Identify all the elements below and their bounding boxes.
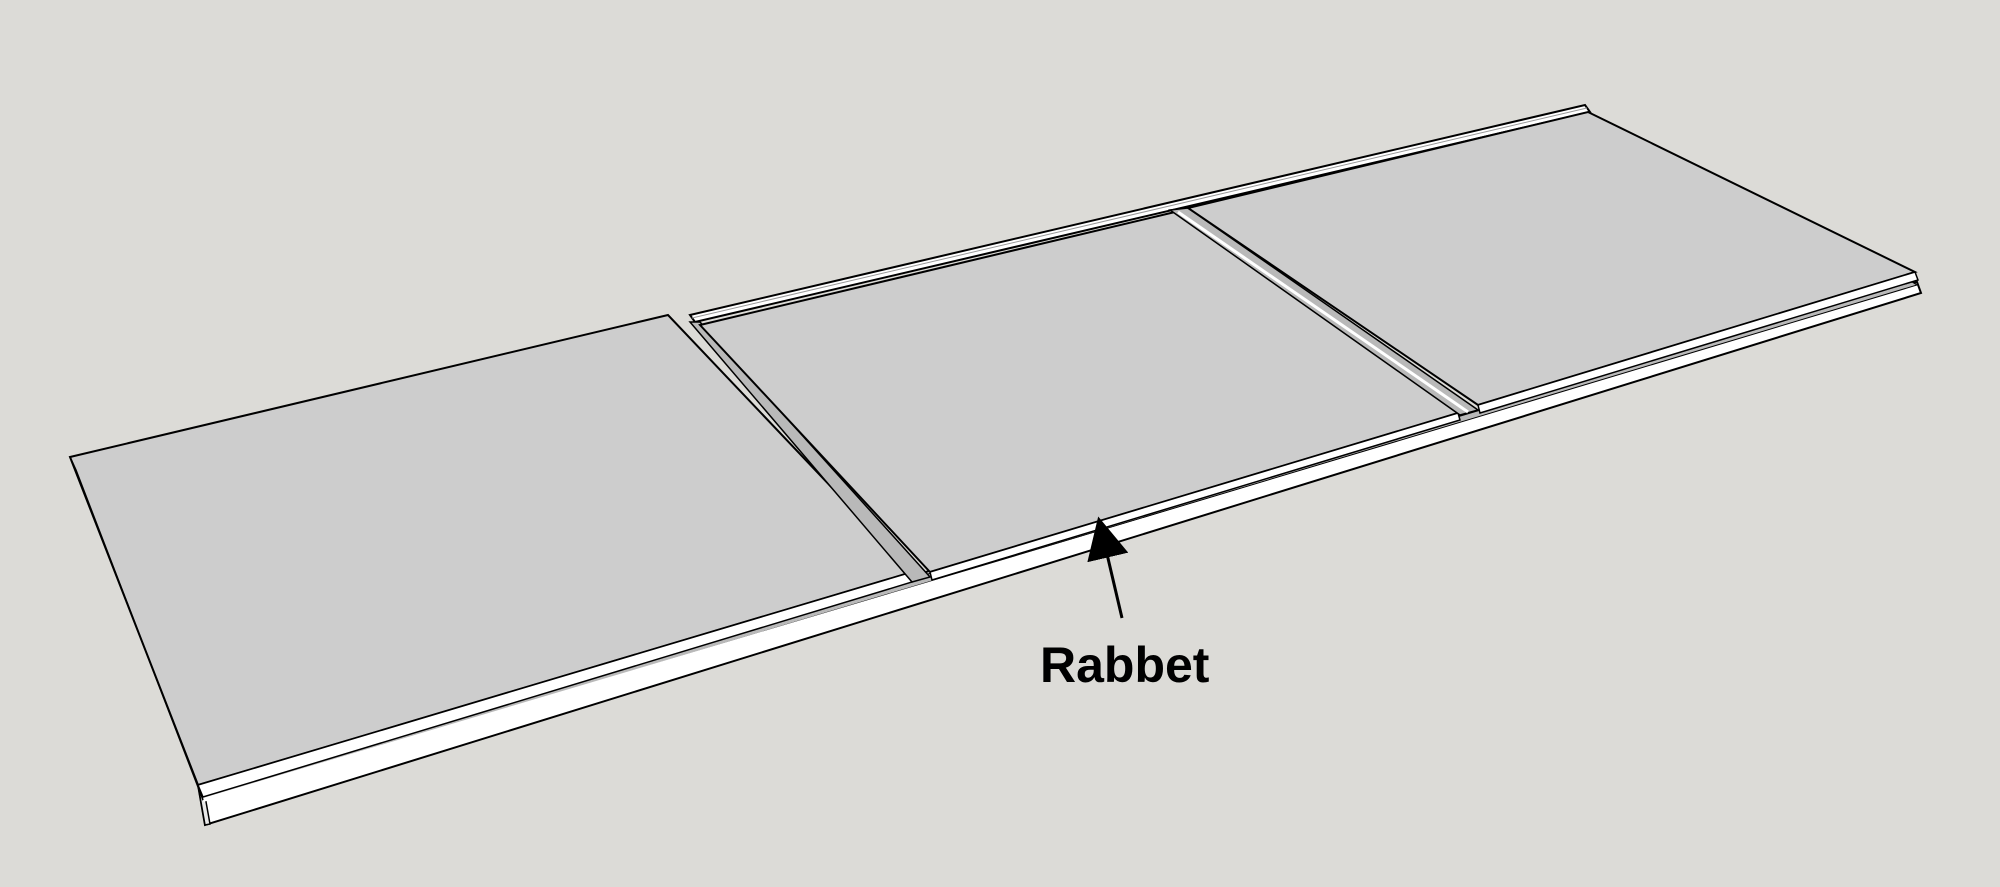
rabbet-pointer-arrow	[1087, 516, 1129, 619]
joint-groove-left	[688, 321, 932, 583]
joint-groove-right	[1167, 207, 1480, 416]
panel-left	[68, 313, 914, 801]
panel-middle	[698, 210, 1461, 581]
rabbet-label: Rabbet	[1040, 637, 1210, 693]
panel-right	[1185, 110, 1919, 414]
